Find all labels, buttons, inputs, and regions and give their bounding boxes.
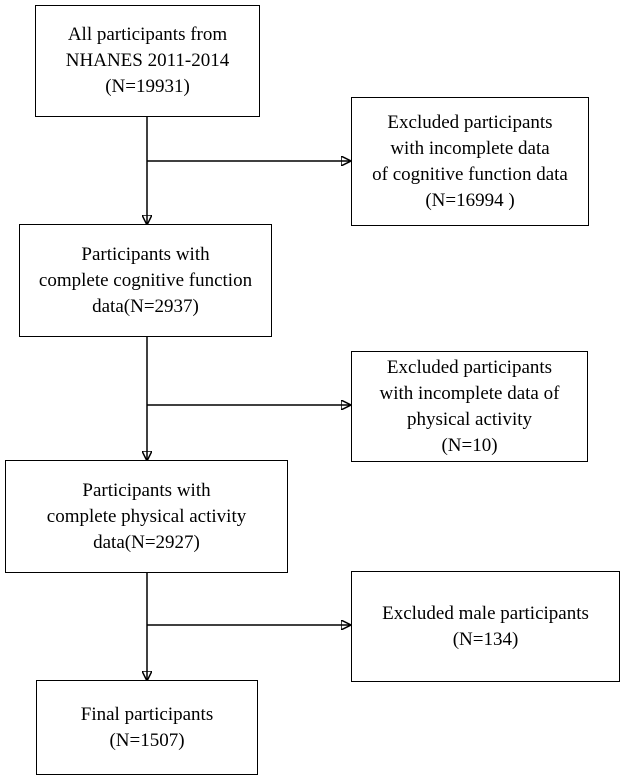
box-all-participants: All participants from NHANES 2011-2014 (… (35, 5, 260, 117)
box-final-participants: Final participants (N=1507) (36, 680, 258, 775)
box-excluded-cognitive: Excluded participants with incomplete da… (351, 97, 589, 226)
box-line: data(N=2927) (93, 531, 200, 553)
box-line: Excluded participants (386, 356, 553, 378)
box-line: All participants from (67, 24, 228, 45)
box-line: Final participants (80, 703, 214, 725)
box-line: with incomplete data of (379, 382, 560, 404)
box-line: NHANES 2011-2014 (65, 50, 230, 71)
box-line: Participants with (82, 479, 211, 501)
box-line: complete cognitive function (38, 269, 253, 291)
box-cognitive-complete: Participants with complete cognitive fun… (19, 224, 272, 337)
box-line: Excluded participants (387, 111, 553, 133)
box-line: (N=16994 ) (425, 189, 515, 211)
box-line: (N=134) (452, 628, 519, 650)
box-line: (N=1507) (109, 729, 185, 751)
box-line: Excluded male participants (382, 602, 589, 624)
box-line: (N=19931) (105, 76, 190, 97)
box-excluded-physical-activity: Excluded participants with incomplete da… (351, 351, 588, 462)
box-line: data(N=2937) (92, 295, 199, 317)
box-line: Participants with (81, 243, 210, 265)
box-line: complete physical activity (46, 505, 247, 527)
box-excluded-male: Excluded male participants (N=134) (351, 571, 620, 682)
box-line: physical activity (406, 408, 533, 430)
box-physical-activity-complete: Participants with complete physical acti… (5, 460, 288, 573)
box-line: with incomplete data (390, 137, 550, 159)
box-line: of cognitive function data (372, 163, 568, 185)
box-line: (N=10) (441, 434, 498, 456)
